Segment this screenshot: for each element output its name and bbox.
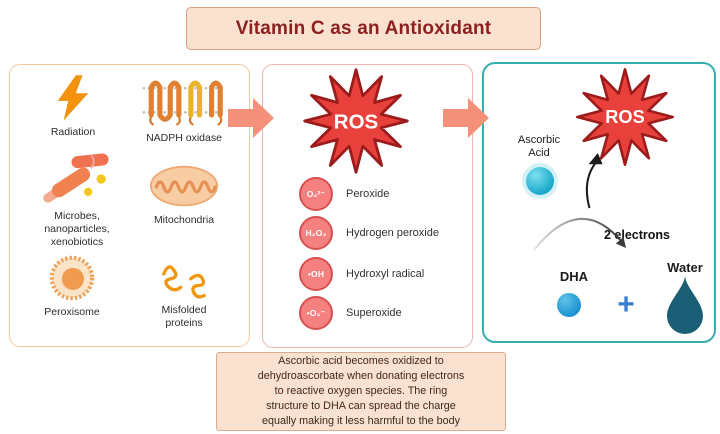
species-row-superoxide: •O₂⁻ Superoxide [299, 296, 402, 330]
hydroxyl-radical-badge: •OH [299, 257, 333, 291]
hydrogen-peroxide-badge: H₂O₂ [299, 216, 333, 250]
dha-sphere-icon [557, 293, 581, 317]
vitamin-c-panel: Ascorbic Acid ROS 2 electrons DHA + Wate… [482, 62, 716, 343]
ros-starburst-icon: ROS [576, 68, 674, 166]
source-label: Radiation [50, 126, 96, 138]
source-label: Misfolded proteins [161, 304, 207, 330]
water-drop-icon [667, 276, 703, 334]
electrons-label: 2 electrons [604, 228, 671, 242]
source-item-radiation: Radiation [22, 75, 124, 139]
mitochondria-icon [149, 165, 219, 207]
species-row-hydroxyl-radical: •OH Hydroxyl radical [299, 257, 424, 291]
ascorbic-acid-sphere-icon [526, 167, 554, 195]
source-item-nadph-oxidase: NADPH oxidase [128, 77, 240, 145]
title-box: Vitamin C as an Antioxidant [186, 7, 541, 50]
dha-label: DHA [559, 269, 589, 284]
ros-star-label: ROS [334, 110, 378, 133]
membrane-protein-icon [142, 80, 226, 126]
source-label: NADPH oxidase [146, 132, 222, 144]
source-label: Mitochondria [153, 214, 215, 226]
page-title: Vitamin C as an Antioxidant [235, 17, 492, 39]
misfolded-proteins-icon [162, 265, 206, 299]
source-label: Microbes, nanoparticles, xenobiotics [44, 210, 110, 249]
flow-arrow-icon [228, 98, 274, 138]
species-name: Hydroxyl radical [346, 268, 425, 280]
plus-sign: + [617, 288, 635, 321]
species-name: Superoxide [346, 307, 402, 319]
caption-text: Ascorbic acid becomes oxidized to dehydr… [257, 354, 465, 428]
species-row-peroxide: O₂²⁻ Peroxide [299, 177, 389, 211]
species-formula: •OH [307, 269, 325, 279]
source-label: Peroxisome [44, 306, 100, 318]
species-formula: O₂²⁻ [306, 188, 326, 199]
source-item-microbes: Microbes, nanoparticles, xenobiotics [22, 151, 132, 249]
electron-transfer-arrow-icon [585, 153, 603, 209]
flow-arrow-icon [443, 98, 489, 138]
superoxide-badge: •O₂⁻ [299, 296, 333, 330]
source-item-mitochondria: Mitochondria [134, 163, 234, 227]
source-item-peroxisome: Peroxisome [26, 255, 118, 319]
species-formula: H₂O₂ [305, 228, 327, 238]
ascorbic-acid-label: Ascorbic Acid [517, 134, 561, 160]
reaction-arc-arrow-icon [533, 218, 626, 251]
species-name: Peroxide [346, 188, 390, 200]
ros-star-label: ROS [605, 107, 644, 127]
water-label: Water [667, 260, 703, 275]
peroxide-badge: O₂²⁻ [299, 177, 333, 211]
ros-panel: ROS O₂²⁻ Peroxide H₂O₂ Hydrogen peroxide… [262, 64, 473, 348]
microbes-icon [41, 153, 109, 205]
species-name: Hydrogen peroxide [346, 227, 439, 239]
caption-box: Ascorbic acid becomes oxidized to dehydr… [216, 352, 506, 431]
source-item-misfolded-proteins: Misfolded proteins [138, 257, 230, 330]
ros-sources-panel: Radiation NADPH oxidase [9, 64, 250, 347]
ros-starburst-icon: ROS [303, 68, 409, 174]
species-row-hydrogen-peroxide: H₂O₂ Hydrogen peroxide [299, 216, 439, 250]
peroxisome-icon [49, 255, 95, 301]
species-formula: •O₂⁻ [306, 307, 326, 318]
lightning-icon [57, 75, 89, 121]
